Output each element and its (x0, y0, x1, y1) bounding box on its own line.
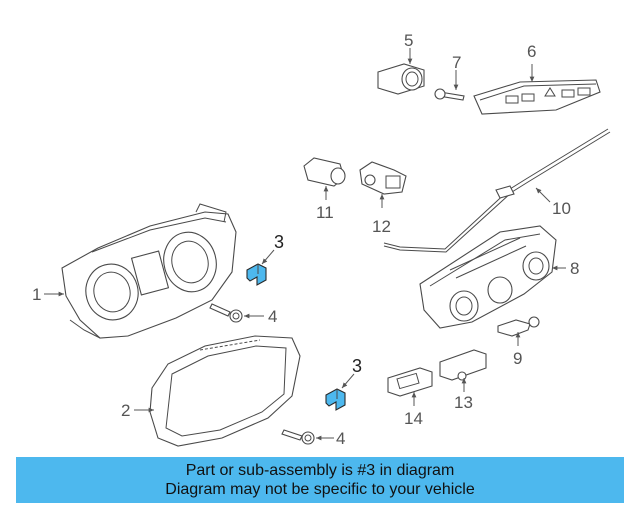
part-9-connector (497, 316, 540, 337)
part-3-clip-lower (325, 388, 346, 411)
callout-3-upper: 3 (274, 232, 284, 252)
callout-14: 14 (404, 409, 423, 428)
callout-12: 12 (372, 217, 391, 236)
part-4-screw-lower (281, 429, 315, 445)
part-14-switch (387, 367, 433, 397)
callout-3-lower: 3 (352, 356, 362, 376)
callout-5: 5 (404, 31, 413, 50)
callout-10: 10 (552, 199, 571, 218)
part-4-screw-upper (209, 303, 243, 323)
part-2-cluster-bezel (149, 335, 301, 447)
callout-13: 13 (454, 393, 473, 412)
info-banner: Part or sub-assembly is #3 in diagram Di… (16, 457, 624, 503)
callout-6: 6 (527, 42, 536, 61)
callout-2: 2 (121, 401, 130, 420)
callout-1: 1 (32, 285, 41, 304)
part-5-switch (377, 63, 425, 95)
callout-9: 9 (513, 349, 522, 368)
part-12-socket-bracket (359, 161, 407, 195)
banner-line-2: Diagram may not be specific to your vehi… (165, 481, 475, 498)
part-6-switch-panel (473, 79, 601, 115)
part-11-socket (303, 157, 346, 187)
callout-7: 7 (452, 53, 461, 72)
part-3-clip-upper (246, 263, 267, 286)
part-13-switch (439, 349, 487, 381)
leader-lines (44, 48, 566, 441)
banner-line-1: Part or sub-assembly is #3 in diagram (185, 462, 455, 479)
callout-4-upper: 4 (268, 307, 277, 326)
callout-11: 11 (316, 203, 334, 222)
part-8-climate-control (419, 225, 557, 329)
callout-8: 8 (570, 259, 579, 278)
part-1-instrument-cluster (61, 203, 237, 339)
part-10-cable (383, 128, 611, 253)
callout-4-lower: 4 (336, 429, 345, 448)
part-7-screw (434, 88, 465, 101)
